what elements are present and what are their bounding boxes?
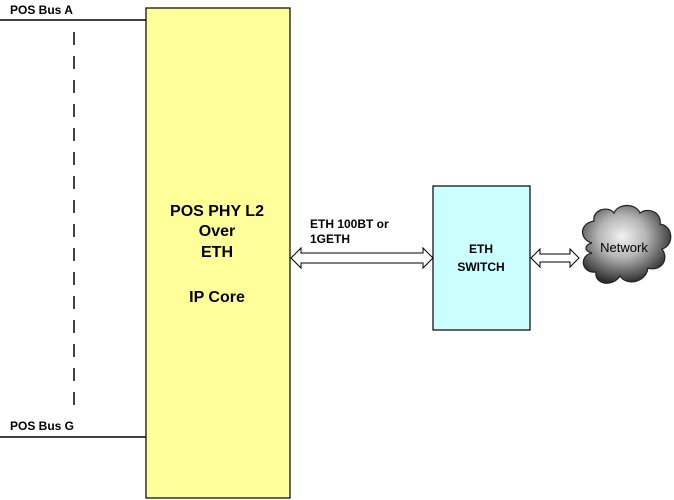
network-cloud-icon <box>581 204 672 284</box>
pos-bus-a-label: POS Bus A <box>10 3 73 17</box>
ip-core-line2: Over <box>199 223 235 240</box>
pos-bus-g-label: POS Bus G <box>10 419 74 433</box>
link-label-line2: 1GETH <box>310 232 350 246</box>
ip-core-line1: POS PHY L2 <box>170 203 264 220</box>
eth-link-arrow <box>290 246 434 270</box>
network-label: Network <box>600 240 648 255</box>
ip-core-line3: ETH <box>201 244 233 261</box>
eth-switch-line1: ETH <box>469 242 493 256</box>
network-link-arrow <box>530 247 580 269</box>
ip-core-line4: IP Core <box>189 289 245 306</box>
ip-core-block <box>145 7 291 499</box>
eth-switch-line2: SWITCH <box>457 260 504 274</box>
link-label-line1: ETH 100BT or <box>310 217 389 231</box>
eth-switch-block <box>432 185 531 331</box>
